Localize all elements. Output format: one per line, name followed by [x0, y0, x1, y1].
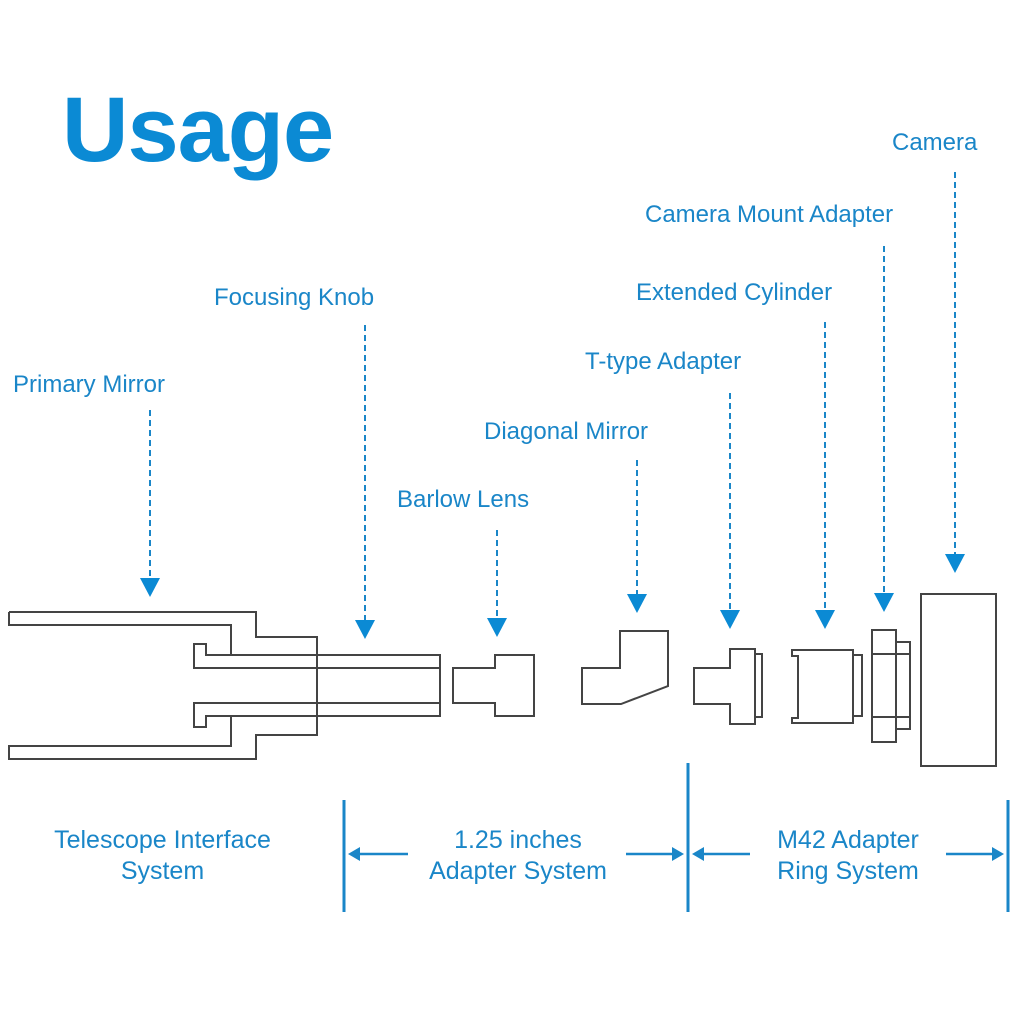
arrow-down-icon	[945, 554, 965, 573]
barlow-lens-shape	[452, 654, 535, 717]
system-line: 1.25 inches	[454, 826, 582, 854]
telescope-tube-shape	[8, 611, 318, 760]
t-type-adapter-shape	[693, 648, 763, 725]
system-line: Telescope Interface	[54, 826, 271, 854]
system-line: M42 Adapter	[777, 826, 919, 854]
label-camera: Camera	[892, 129, 978, 156]
extended-cylinder-shape	[791, 649, 863, 724]
label-t-type-adapter: T-type Adapter	[585, 348, 742, 375]
system-adapter-125: 1.25 inches Adapter System	[408, 825, 628, 887]
system-m42-ring: M42 Adapter Ring System	[748, 825, 948, 887]
arrow-left-icon	[692, 847, 704, 861]
arrow-down-icon	[627, 594, 647, 613]
system-line: Adapter System	[429, 857, 607, 885]
arrow-right-icon	[992, 847, 1004, 861]
diagonal-mirror-shape	[581, 630, 669, 705]
arrow-down-icon	[487, 618, 507, 637]
camera-mount-adapter-shape	[871, 629, 911, 743]
arrow-down-icon	[720, 610, 740, 629]
arrow-down-icon	[355, 620, 375, 639]
label-diagonal-mirror: Diagonal Mirror	[484, 418, 649, 445]
arrow-left-icon	[348, 847, 360, 861]
label-primary-mirror: Primary Mirror	[13, 371, 165, 398]
arrow-down-icon	[815, 610, 835, 629]
arrow-down-icon	[874, 593, 894, 612]
label-extended-cylinder: Extended Cylinder	[636, 279, 833, 306]
label-barlow-lens: Barlow Lens	[397, 486, 530, 513]
system-line: System	[120, 857, 205, 885]
camera-body-shape	[920, 593, 997, 767]
focusing-drawtube-shape	[231, 654, 441, 717]
arrow-right-icon	[672, 847, 684, 861]
page-title: Usage	[62, 79, 334, 181]
system-line: Ring System	[777, 857, 919, 885]
label-camera-mount-adapter: Camera Mount Adapter	[645, 201, 894, 228]
label-focusing-knob: Focusing Knob	[214, 284, 375, 311]
system-telescope-interface: Telescope Interface System	[30, 825, 295, 887]
arrow-down-icon	[140, 578, 160, 597]
